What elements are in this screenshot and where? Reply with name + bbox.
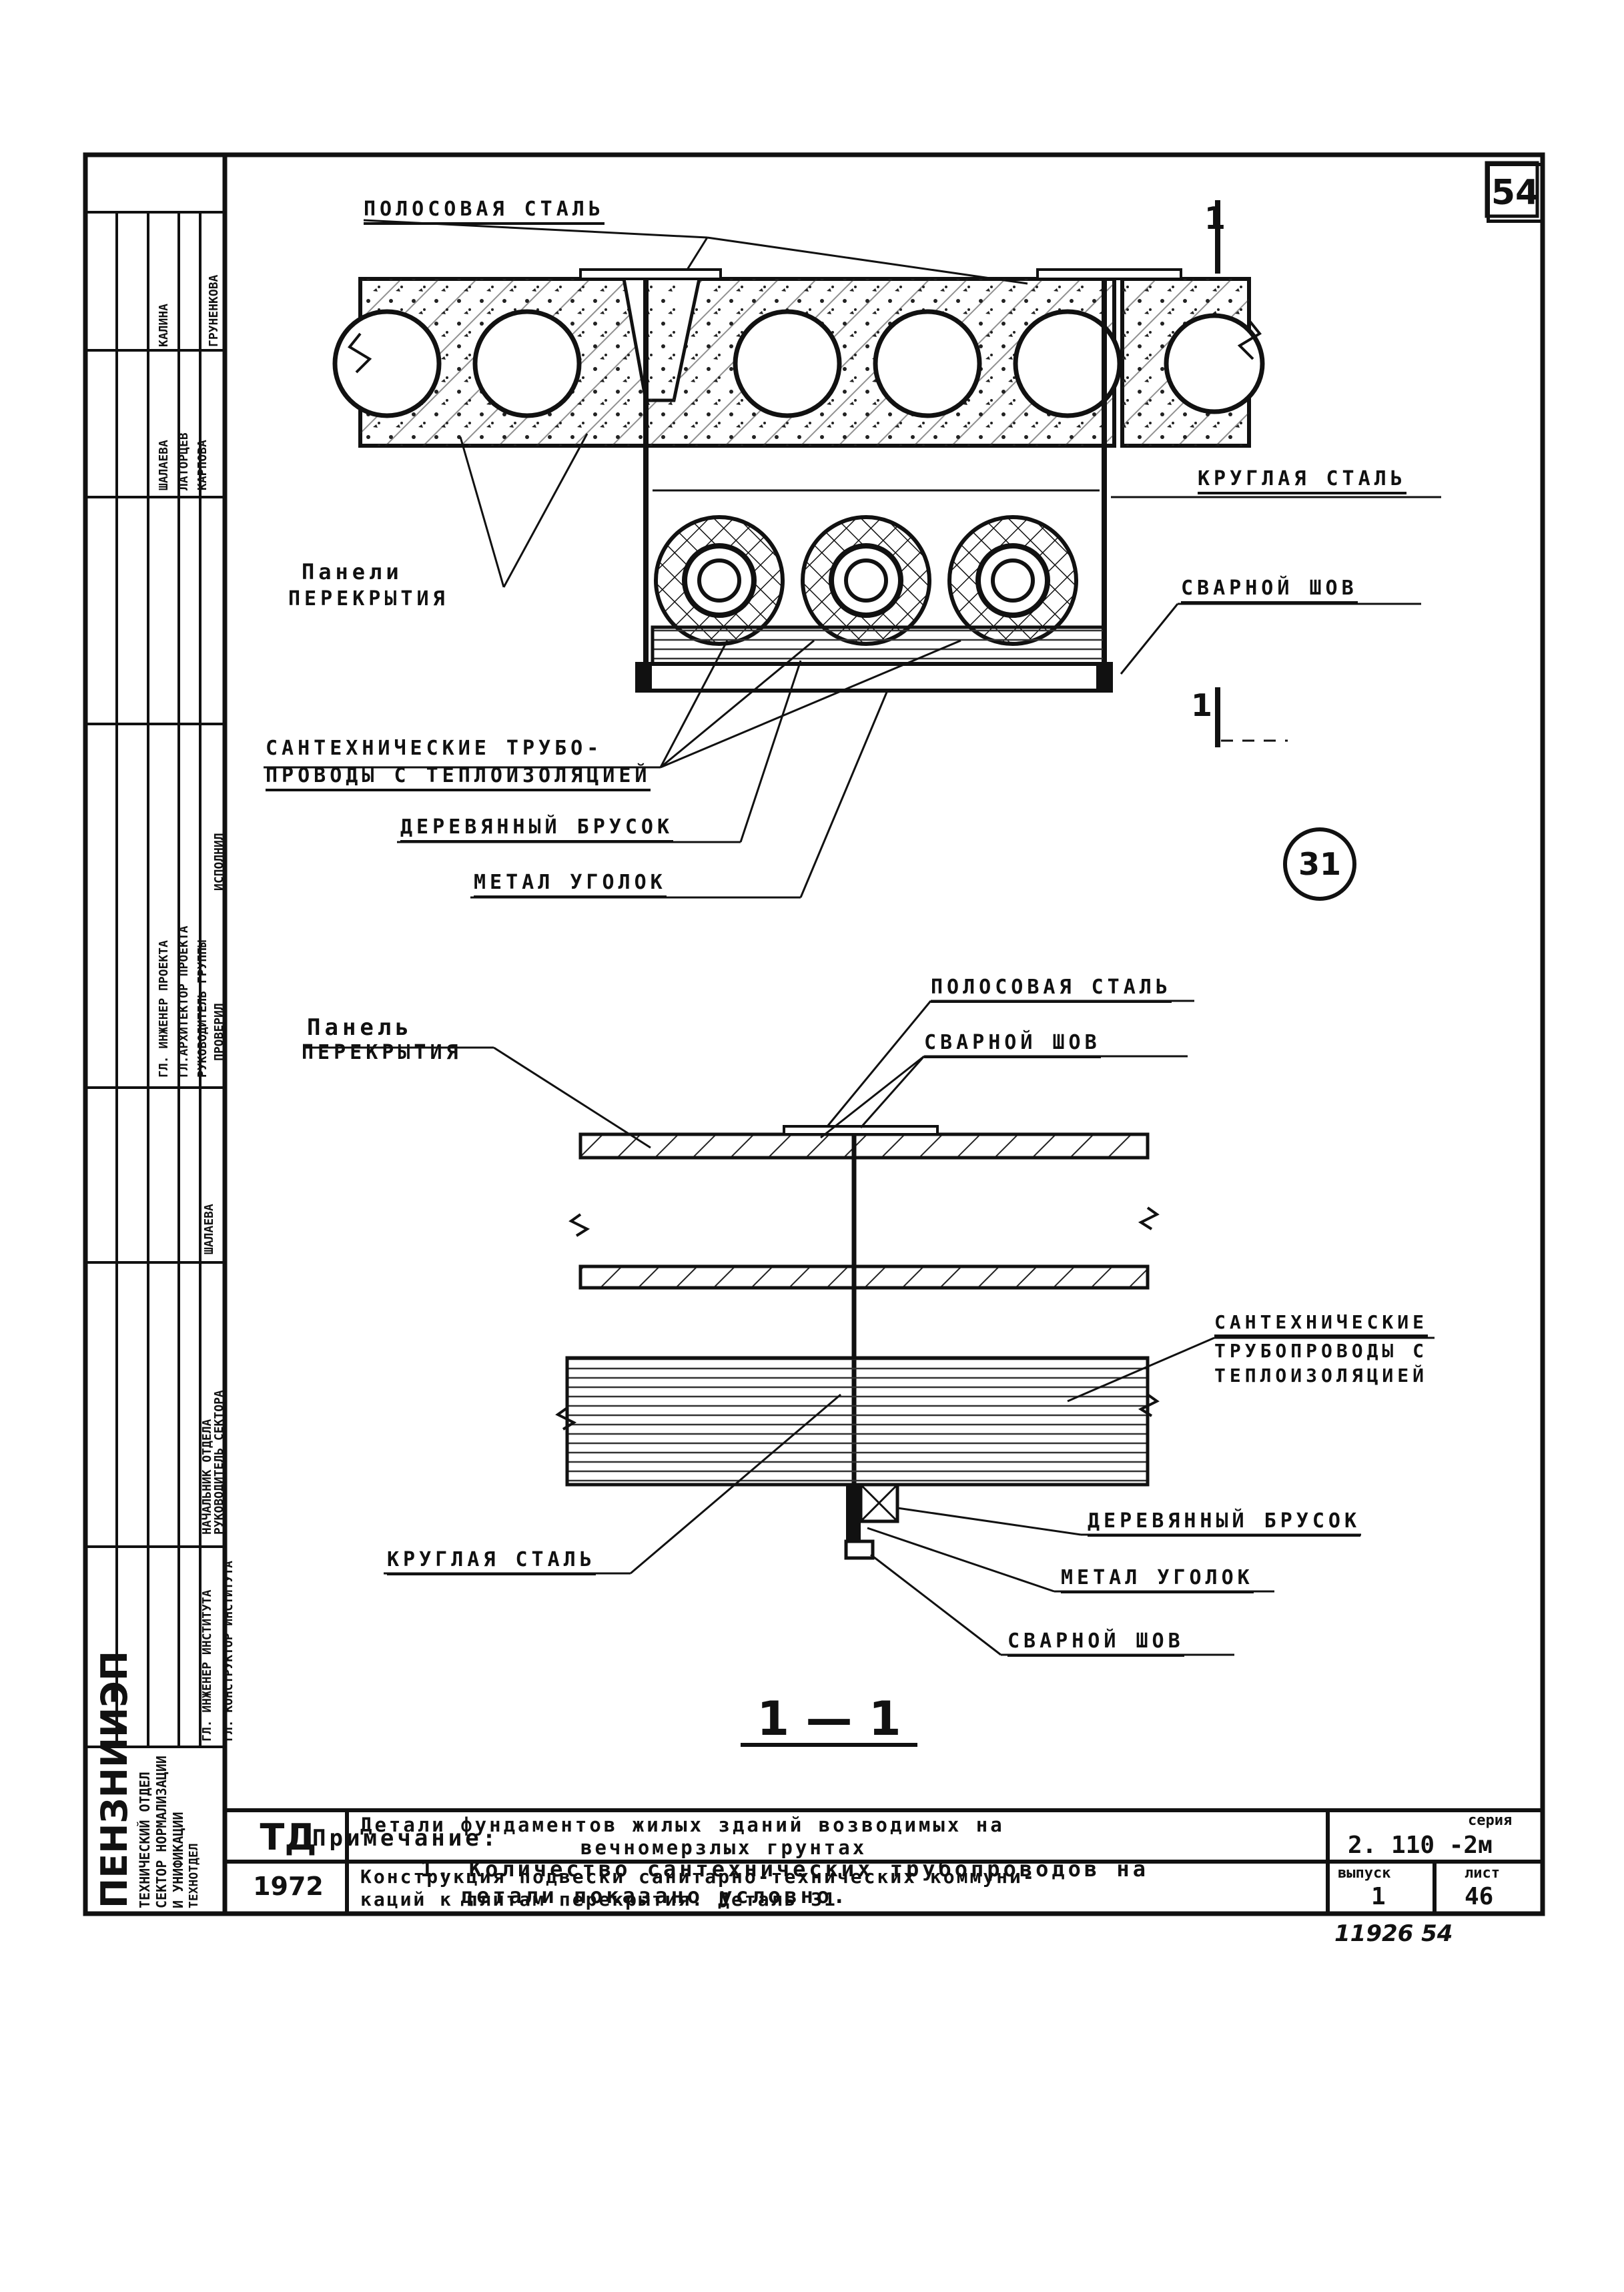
notes-heading: Примечание: <box>312 1825 500 1852</box>
sheet-number: 54 <box>1487 163 1544 223</box>
label-pipes-section-1: САНТЕХНИЧЕСКИЕ <box>1214 1311 1429 1337</box>
section-mark-bottom: 1 <box>1191 687 1213 723</box>
insulated-pipes <box>654 515 1078 646</box>
org-sub-2: СЕКТОР НОРМАЛИЗАЦИИ <box>153 1756 169 1908</box>
stamp-name-2: ШАЛАЕВА <box>157 440 171 490</box>
title-block-year: 1972 <box>253 1872 324 1901</box>
stamp-role-4: РУКОВОДИТЕЛЬ СЕКТОРА <box>212 1390 226 1535</box>
issue-label: выпуск <box>1338 1865 1391 1882</box>
notes-line-1: 1. Количество сантехнических трубопровод… <box>420 1856 1149 1882</box>
label-flat-steel-top: ПОЛОСОВАЯ СТАЛЬ <box>364 198 604 225</box>
label-round-steel-section: КРУГЛАЯ СТАЛЬ <box>387 1548 596 1575</box>
sheet-frame <box>83 152 1545 1916</box>
stamp-role-9: ПРОВЕРИЛ <box>212 1003 226 1061</box>
label-panel-top-1: Панели <box>302 559 403 585</box>
stamp-name-5: ГРУНЕНКОВА <box>207 274 221 347</box>
section-title: 1 — 1 <box>757 1691 901 1746</box>
series-value: 2. 110 -2м <box>1348 1832 1493 1859</box>
round-steel-hangers <box>643 280 1107 691</box>
label-pipes-top-1: САНТЕХНИЧЕСКИЕ ТРУБО- <box>266 737 603 760</box>
sheet-value: 46 <box>1465 1883 1494 1910</box>
issue-value: 1 <box>1371 1883 1386 1910</box>
series-label: серия <box>1468 1812 1513 1829</box>
stamp-grid <box>85 211 225 1748</box>
org-sub-4: ТЕХНОТДЕЛ <box>187 1843 201 1908</box>
label-panel-top-2: ПЕРЕКРЫТИЯ <box>288 587 449 611</box>
label-panel-section-1: Панель <box>307 1014 413 1041</box>
label-weld-section-top: СВАРНОЙ ШОВ <box>924 1031 1101 1058</box>
subtitle-line-1: Конструкция подвески санитарно-техническ… <box>360 1866 1036 1888</box>
stamp-role-1: ГЛ. ИНЖЕНЕР ИНСТИТУТА <box>200 1589 214 1742</box>
slab-voids <box>332 309 1265 418</box>
stamp-name-4: КАРПОВА <box>195 440 210 490</box>
sheet-label: лист <box>1465 1865 1500 1882</box>
label-round-steel-top: КРУГЛАЯ СТАЛЬ <box>1198 467 1406 494</box>
label-angle-top: МЕТАЛ УГОЛОК <box>474 871 667 898</box>
stamp-role-2: ГЛ. КОНСТРУКТОР ИНСТИТУТА <box>222 1561 236 1742</box>
stamp-role-8: ИСПОЛНИЛ <box>212 833 226 891</box>
pipe-run-section <box>565 1356 1150 1487</box>
org-main: ПЕНЗНИИЭП <box>93 1650 135 1908</box>
stamp-name-3: ЛАТОРЦЕВ <box>177 432 191 490</box>
stamp-name-1: ШАЛАЕВА <box>202 1204 216 1254</box>
label-wood-bar-section: ДЕРЕВЯННЫЙ БРУСОК <box>1088 1509 1361 1537</box>
title-block-grid <box>225 1808 1543 1914</box>
title-line-2: вечномерзлых грунтах <box>580 1836 867 1859</box>
label-angle-section: МЕТАЛ УГОЛОК <box>1061 1566 1254 1593</box>
label-weld-top: СВАРНОЙ ШОВ <box>1181 577 1358 604</box>
org-sub-1: ТЕХНИЧЕСКИЙ ОТДЕЛ <box>137 1772 153 1908</box>
label-flat-steel-section: ПОЛОСОВАЯ СТАЛЬ <box>931 976 1172 1003</box>
stamp-role-6: ГЛ.АРХИТЕКТОР ПРОЕКТА <box>177 925 191 1078</box>
notes-line-2: детали показано условно. <box>460 1883 849 1908</box>
stamp-number: 11926 54 <box>1334 1920 1453 1947</box>
detail-callout-number: 31 <box>1298 846 1342 882</box>
stamp-role-5: ГЛ. ИНЖЕНЕР ПРОЕКТА <box>157 940 171 1078</box>
label-weld-section-bottom: СВАРНОЙ ШОВ <box>1007 1629 1184 1657</box>
slab-section <box>578 1132 1150 1290</box>
label-panel-section-2: ПЕРЕКРЫТИЯ <box>302 1041 462 1064</box>
subtitle-line-2: каций к плитам перекрытия. Деталь 31 <box>360 1888 837 1910</box>
stamp-role-7: РУКОВОДИТЕЛЬ ГРУППЫ <box>195 940 210 1078</box>
label-wood-bar-top: ДЕРЕВЯННЫЙ БРУСОК <box>400 815 674 843</box>
org-sub-3: И УНИФИКАЦИИ <box>170 1812 186 1909</box>
label-pipes-section-2: ТРУБОПРОВОДЫ С <box>1214 1340 1429 1362</box>
title-line-1: Детали фундаментов жилых зданий возводим… <box>360 1814 1005 1836</box>
stamp-name-6: КАЛИНА <box>157 303 171 347</box>
label-pipes-section-3: ТЕПЛОИЗОЛЯЦИЕЙ <box>1214 1365 1429 1387</box>
break-line-right <box>1237 319 1262 360</box>
flat-steel-plate-2 <box>1036 268 1182 280</box>
detail-callout-circle <box>1283 827 1356 901</box>
title-block-code: ТД <box>260 1816 317 1858</box>
flat-steel-plate-1 <box>579 268 722 280</box>
break-line-left <box>348 332 372 374</box>
wooden-bar <box>651 625 1106 666</box>
label-pipes-top-2: ПРОВОДЫ С ТЕПЛОИЗОЛЯЦИЕЙ <box>266 764 651 791</box>
section-mark-top: 1 <box>1204 200 1226 236</box>
